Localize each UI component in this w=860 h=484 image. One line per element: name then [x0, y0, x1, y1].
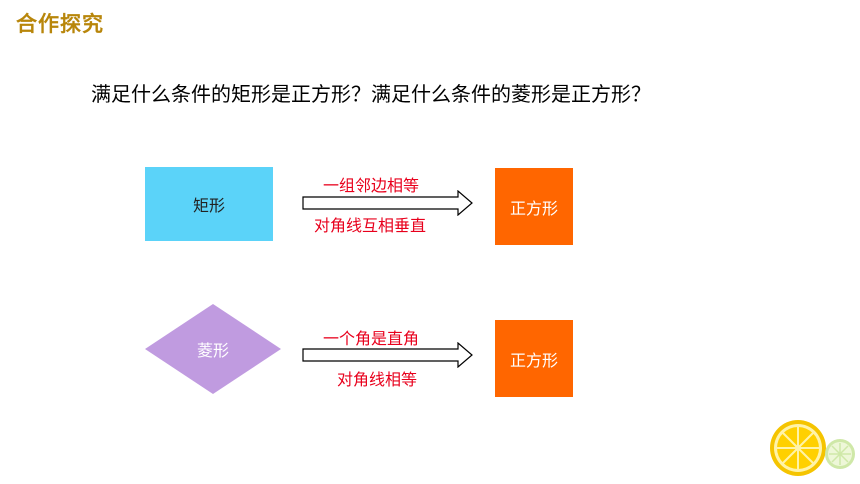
- condition-diagonals-equal: 对角线相等: [337, 370, 418, 389]
- rhombus-diamond-icon: [145, 304, 281, 394]
- square-box-2: 正方形: [495, 320, 573, 397]
- square-box-1: 正方形: [495, 168, 573, 245]
- square-label-1: 正方形: [509, 198, 558, 218]
- condition-diagonals-perpendicular: 对角线互相垂直: [314, 216, 427, 235]
- page-title: 合作探究: [16, 12, 104, 36]
- question-text: 满足什么条件的矩形是正方形？满足什么条件的菱形是正方形？: [91, 82, 651, 106]
- rectangle-label: 矩形: [192, 196, 225, 215]
- rhombus-label: 菱形: [196, 341, 229, 360]
- rectangle-box: 矩形: [145, 167, 273, 241]
- rhombus-shape: 菱形: [145, 304, 281, 394]
- condition-right-angle: 一个角是直角: [323, 329, 420, 348]
- arrow-right-icon: [302, 190, 473, 216]
- lemon-slice-icon: [770, 420, 855, 476]
- arrow-right-icon-2: [302, 342, 473, 368]
- condition-adjacent-sides-equal: 一组邻边相等: [323, 176, 420, 195]
- square-label-2: 正方形: [509, 350, 558, 370]
